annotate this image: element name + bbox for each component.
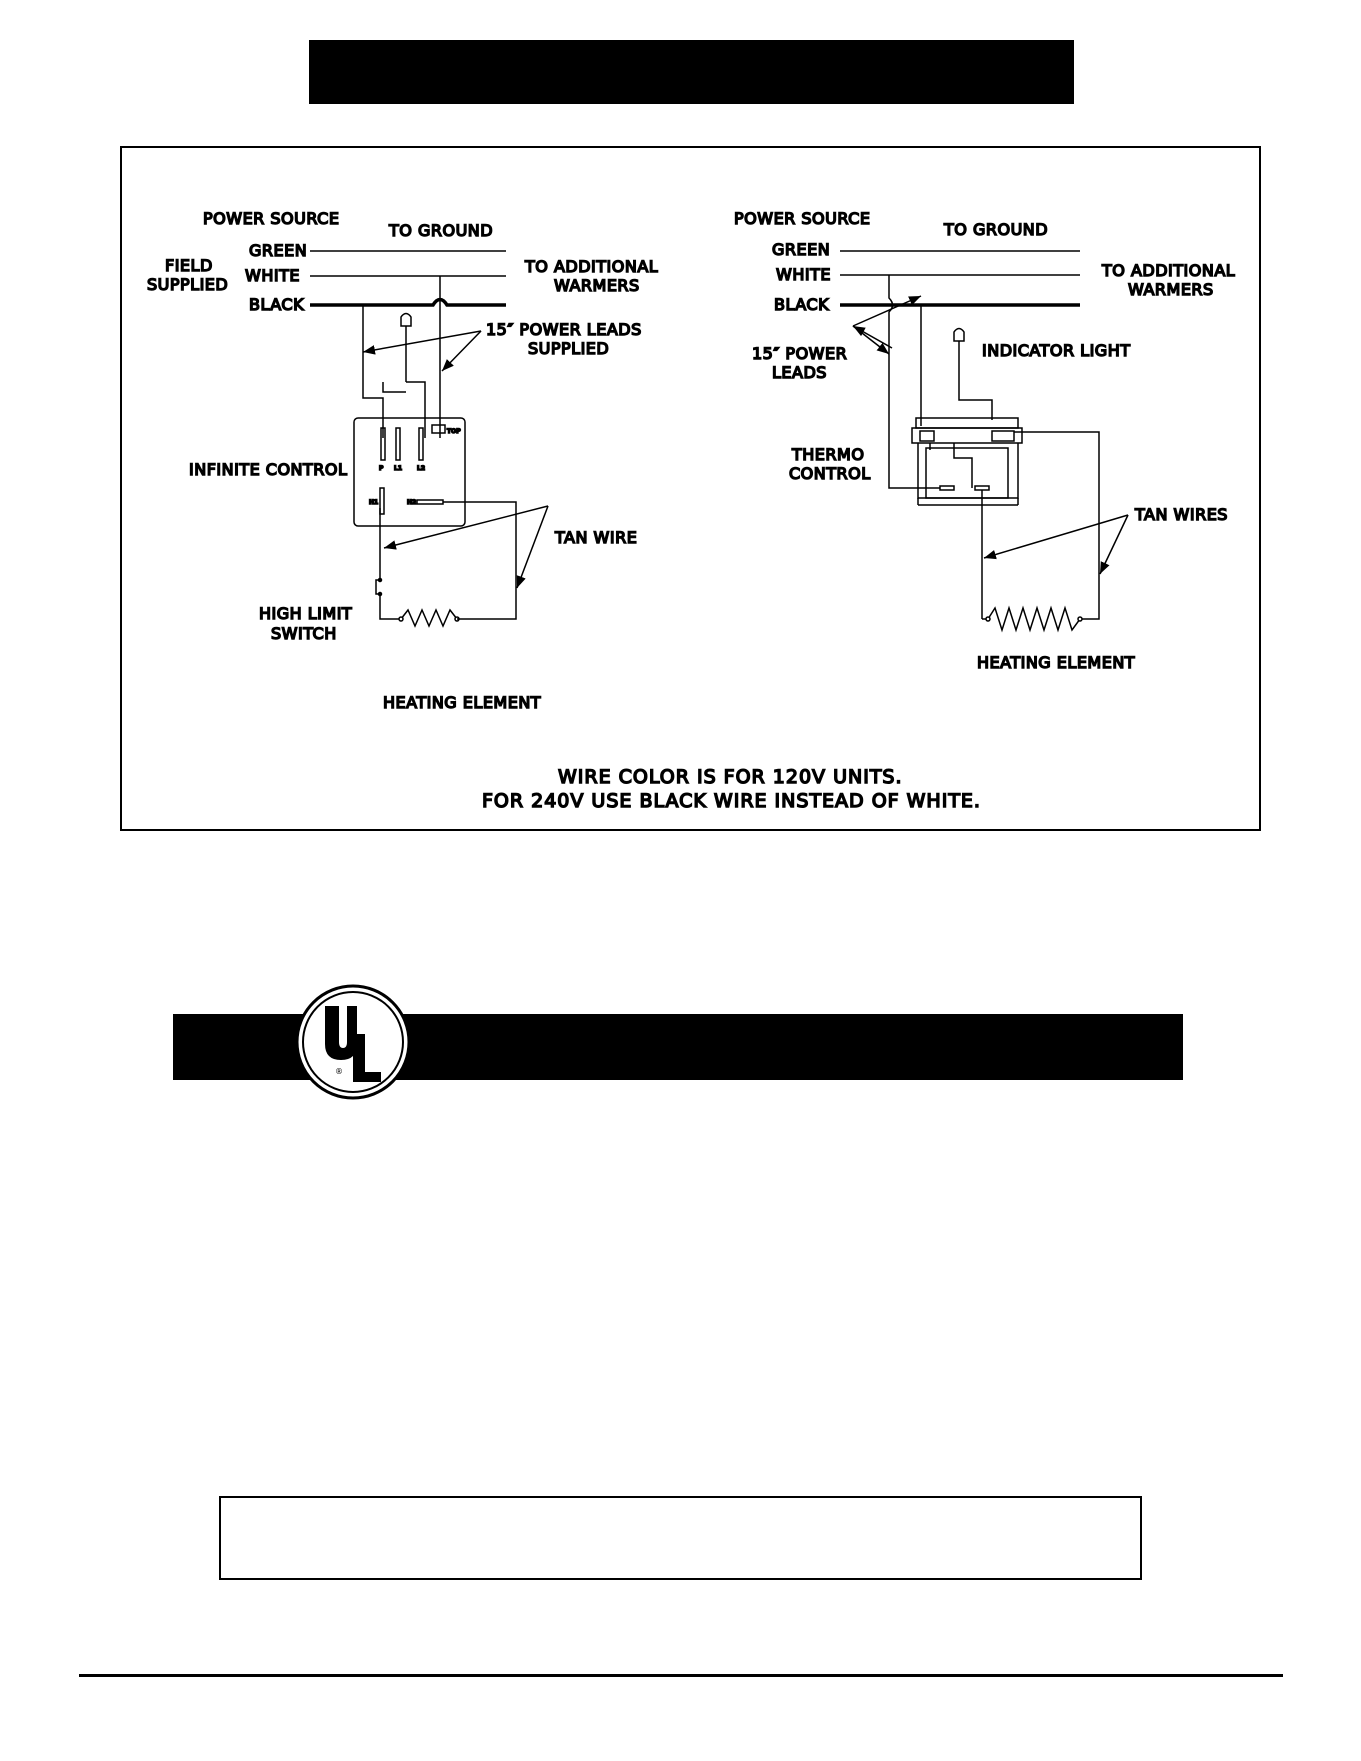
wire-color-note-line1: WIRE COLOR IS FOR 120V UNITS. — [558, 766, 903, 788]
terminal-h2 — [416, 499, 444, 505]
top-label: TOP — [447, 428, 461, 435]
switch-label: SWITCH — [271, 624, 337, 643]
right-power-leads-leads-label: LEADS — [772, 363, 827, 382]
right-tan-wire-2 — [1014, 431, 1100, 620]
right-white-drop-wire — [888, 275, 940, 489]
thermo-control-body — [917, 443, 1019, 499]
notice-box — [219, 1496, 1142, 1580]
right-tan-arrow-1 — [983, 514, 1129, 560]
left-indicator-light-icon — [400, 312, 412, 327]
thermo-internal-lead — [953, 443, 973, 488]
footer-rule — [79, 1674, 1283, 1677]
right-black-label: BLACK — [774, 295, 829, 314]
left-tan-wire-label: TAN WIRE — [554, 528, 637, 547]
right-power-leads-label: 15″ POWER — [752, 344, 847, 363]
thermo-control-terminal-strip — [911, 427, 1023, 444]
left-lead-arrow-2 — [441, 330, 482, 372]
right-tan-arrow-2 — [1099, 514, 1129, 575]
right-to-additional-label: TO ADDITIONAL — [1101, 261, 1235, 280]
left-black-wire — [310, 297, 506, 307]
infinite-control-label: INFINITE CONTROL — [189, 460, 347, 479]
left-diagram: POWER SOURCE TO GROUND GREEN WHITE BLACK… — [146, 208, 658, 713]
left-heating-element-label: HEATING ELEMENT — [383, 693, 541, 712]
terminal-l1 — [395, 427, 401, 461]
right-heating-element-label: HEATING ELEMENT — [977, 653, 1135, 672]
right-heating-element-icon — [982, 605, 1087, 633]
right-white-label: WHITE — [776, 265, 831, 284]
left-heating-element-icon — [400, 608, 458, 628]
terminal-h1 — [379, 487, 385, 515]
tan-wires-label: TAN WIRES — [1134, 505, 1228, 524]
field-label: FIELD — [165, 256, 213, 275]
right-green-label: GREEN — [772, 240, 830, 259]
left-black-label: BLACK — [249, 295, 304, 314]
high-limit-label: HIGH LIMIT — [259, 604, 352, 623]
left-green-label: GREEN — [249, 241, 307, 260]
left-tan-arrow-2 — [516, 505, 549, 589]
left-light-lead-l1 — [406, 381, 426, 438]
right-lead-arrow-1-tail — [852, 325, 893, 349]
left-light-lead-p — [382, 382, 406, 393]
terminal-p — [380, 427, 386, 461]
right-lead-arrow-1 — [852, 325, 890, 355]
wire-color-note-line2: FOR 240V USE BLACK WIRE INSTEAD OF WHITE… — [482, 790, 981, 812]
right-lead-arrow-2 — [852, 295, 922, 327]
right-indicator-light-icon — [953, 327, 965, 342]
ul-logo-u-glyph — [325, 1006, 357, 1060]
left-white-label: WHITE — [245, 266, 300, 285]
wiring-diagram-frame: POWER SOURCE TO GROUND GREEN WHITE BLACK… — [120, 146, 1261, 831]
left-lead-arrow-1 — [362, 330, 482, 355]
left-tan-wire-3 — [443, 501, 517, 620]
right-diagram: POWER SOURCE TO GROUND GREEN WHITE BLACK… — [733, 208, 1235, 673]
right-light-lead — [958, 341, 993, 420]
ul-logo-l-glyph — [353, 1034, 381, 1082]
supplied-label: SUPPLIED — [147, 275, 228, 294]
thermo-terminal-1 — [939, 485, 955, 491]
ul-registered-mark: ® — [335, 1067, 343, 1076]
left-warmers-label: WARMERS — [554, 276, 640, 295]
wiring-diagram: POWER SOURCE TO GROUND GREEN WHITE BLACK… — [146, 208, 1235, 813]
thermo-terminal-2 — [974, 485, 990, 491]
indicator-light-label: INDICATOR LIGHT — [982, 341, 1131, 360]
top-title-bar — [309, 40, 1074, 104]
left-power-leads-label: 15″ POWER LEADS — [486, 320, 642, 339]
terminal-p-label: P — [379, 465, 384, 472]
right-power-source-label: POWER SOURCE — [734, 209, 870, 228]
left-power-source-label: POWER SOURCE — [203, 209, 339, 228]
infinite-control-body — [353, 417, 466, 527]
right-to-ground-label: TO GROUND — [943, 220, 1048, 239]
left-tan-wire-2 — [379, 594, 401, 620]
ul-logo: ® — [295, 984, 411, 1100]
right-warmers-label: WARMERS — [1128, 280, 1214, 299]
thermo-control-top — [915, 417, 1019, 429]
left-power-leads-supplied-label: SUPPLIED — [528, 339, 609, 358]
thermo-label: THERMO — [791, 445, 864, 464]
terminal-l1-label: L1 — [394, 465, 402, 472]
left-to-additional-label: TO ADDITIONAL — [524, 257, 658, 276]
left-tan-arrow-1 — [383, 505, 549, 550]
terminal-l2 — [418, 427, 424, 461]
left-to-ground-label: TO GROUND — [388, 221, 493, 240]
terminal-h1-label: H1 — [369, 499, 378, 506]
control-label: CONTROL — [789, 464, 871, 483]
top-marker — [431, 424, 446, 434]
terminal-h2-label: H2 — [407, 499, 416, 506]
terminal-l2-label: L2 — [417, 465, 425, 472]
